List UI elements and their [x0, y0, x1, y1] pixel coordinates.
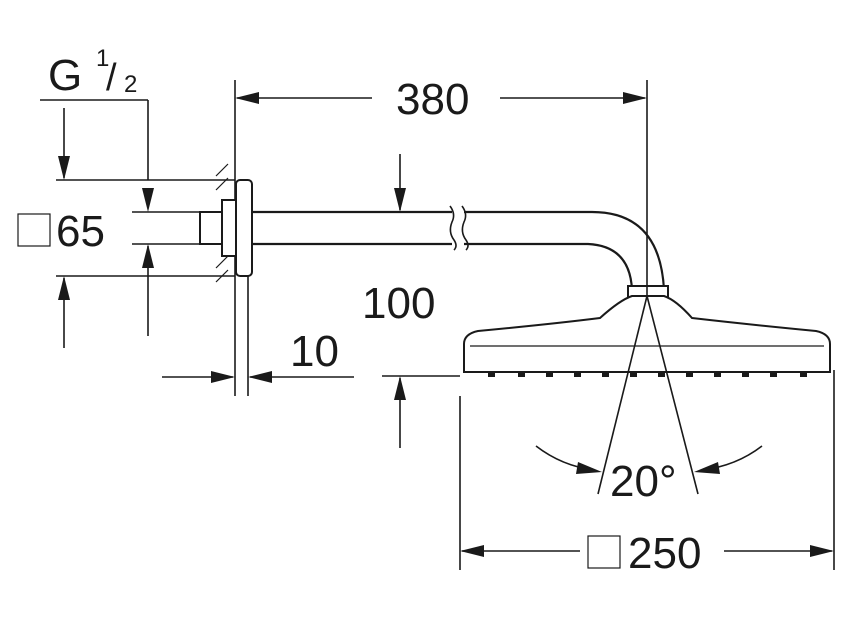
break-mark-left — [449, 205, 457, 251]
thread-nipple — [199, 211, 223, 245]
thread-height-markers — [132, 188, 210, 336]
arm-length-dimension: 380 — [235, 75, 648, 300]
head-width-arrow-left — [460, 545, 484, 557]
head-width-value: 250 — [628, 529, 701, 578]
arm-top-edge-right — [464, 210, 666, 291]
wall-offset-dimension: 10 — [162, 327, 354, 383]
head-width-dimension: 250 — [459, 370, 835, 578]
spray-arrow-left — [576, 462, 602, 474]
arm-drop-value: 100 — [362, 279, 435, 328]
arm-bottom-edge-right — [464, 242, 634, 291]
thread-letter: G — [48, 51, 82, 100]
head-width-arrow-right — [810, 545, 834, 557]
thread-annotation: G 1 / 2 — [40, 45, 149, 180]
flange-arrow-top-head — [58, 156, 70, 180]
thread-denominator: 2 — [124, 71, 137, 98]
arm-length-arrow-right — [623, 92, 647, 104]
spray-angle-line-left — [597, 295, 648, 495]
wall-offset-value: 10 — [290, 327, 339, 376]
thread-slash: / — [106, 57, 117, 99]
spray-angle-dimension: 20° — [535, 295, 763, 506]
arm-drop-arrow-head — [394, 188, 406, 212]
thread-arrow-bottom-head — [142, 244, 154, 268]
wall-hatch — [215, 163, 229, 177]
shower-arm — [252, 205, 669, 301]
thread-numerator: 1 — [96, 45, 109, 72]
shower-head — [463, 295, 831, 377]
thread-arrow-top-head — [142, 188, 154, 212]
flange-value: 65 — [56, 207, 105, 256]
arm-length-value: 380 — [396, 75, 469, 124]
wall-flange — [235, 179, 253, 277]
arm-drop-dimension: 100 — [362, 154, 460, 448]
arm-length-arrow-left — [235, 92, 259, 104]
arm-drop-arrow-bottom-head — [394, 376, 406, 400]
wall-mount — [199, 80, 253, 396]
square-symbol-icon — [587, 535, 621, 569]
flange-dimension: 65 — [17, 108, 235, 348]
offset-arrow-left-head — [211, 371, 235, 383]
offset-arrow-right-head — [248, 371, 272, 383]
spray-angle-value: 20° — [610, 457, 677, 506]
spray-arrow-right — [694, 462, 720, 474]
spray-nozzles — [488, 372, 807, 377]
shower-head-body — [463, 295, 831, 373]
spray-angle-line-right — [646, 295, 699, 495]
flange-collar — [221, 199, 237, 257]
break-mark-right — [461, 205, 469, 251]
square-symbol-icon — [17, 213, 51, 247]
flange-arrow-bottom-head — [58, 276, 70, 300]
